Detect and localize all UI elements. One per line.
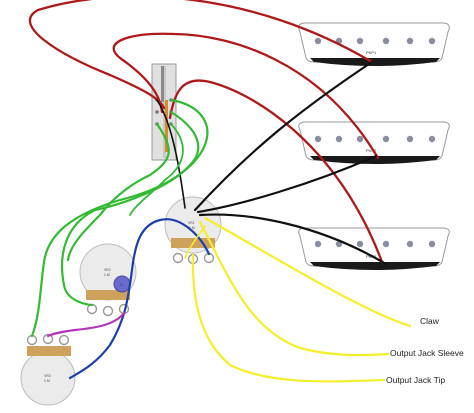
purple-wires bbox=[46, 311, 126, 338]
red-wire-pkp3 bbox=[168, 79, 384, 264]
green-wire-2 bbox=[60, 110, 200, 307]
pickup-2-label: PKP2 bbox=[366, 148, 377, 153]
output-jack-tip-label: Output Jack Tip bbox=[386, 375, 445, 385]
purple-wire-1 bbox=[46, 311, 126, 338]
black-wire-switch bbox=[156, 99, 186, 209]
red-wire-pkp2 bbox=[112, 32, 380, 160]
tone-pot-2: VR3 1 M bbox=[20, 333, 76, 406]
capacitor-label: C bbox=[120, 283, 123, 287]
red-wires bbox=[28, 0, 384, 264]
red-wire-pkp1 bbox=[28, 0, 374, 110]
tone-pot-1-value: 1 M bbox=[104, 273, 110, 277]
pickup-3: PKP3 bbox=[298, 227, 450, 270]
output-jack-sleeve-label: Output Jack Sleeve bbox=[390, 348, 464, 358]
volume-pot-value: 1 M bbox=[189, 226, 195, 230]
yellow-wire-vol bbox=[184, 225, 206, 259]
black-wire-pkp1 bbox=[193, 60, 374, 212]
tone-pot-2-value: 1 M bbox=[44, 379, 50, 383]
green-wire-3 bbox=[66, 122, 170, 262]
yellow-wire-tip bbox=[191, 253, 386, 383]
capacitor: C bbox=[113, 275, 131, 293]
yellow-wire-claw bbox=[203, 216, 412, 328]
tone-pot-2-label: VR3 bbox=[44, 374, 51, 378]
pickup-1: PKP1 bbox=[298, 22, 450, 66]
green-wires bbox=[30, 98, 209, 338]
blue-wires bbox=[68, 218, 211, 380]
green-wire-4 bbox=[129, 123, 184, 216]
black-wire-pkp3 bbox=[198, 213, 388, 266]
claw-label: Claw bbox=[420, 316, 440, 326]
pickup-1-label: PKP1 bbox=[366, 50, 377, 55]
pickup-2: PKP2 bbox=[298, 121, 450, 164]
volume-pot-label: VR1 bbox=[188, 221, 195, 225]
tone-pot-1-label: VR2 bbox=[104, 268, 111, 272]
yellow-wires bbox=[184, 216, 412, 383]
blue-wire-1 bbox=[68, 218, 211, 380]
green-wire-1 bbox=[30, 98, 209, 338]
black-wires bbox=[156, 60, 388, 266]
yellow-wire-sleeve bbox=[198, 220, 390, 357]
black-wire-pkp2 bbox=[196, 154, 378, 214]
